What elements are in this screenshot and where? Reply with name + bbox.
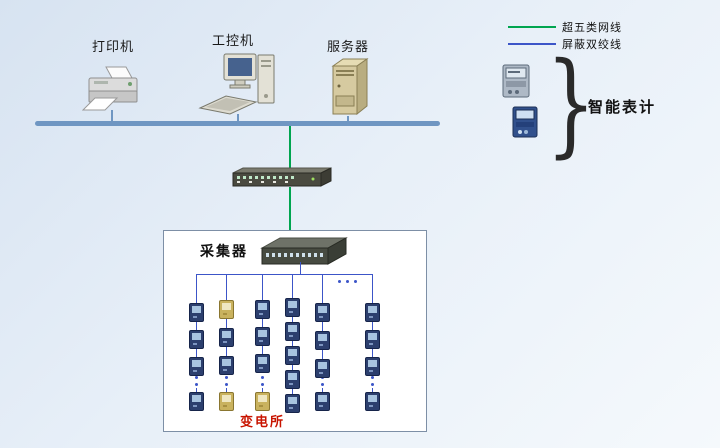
printer-icon xyxy=(81,66,144,117)
collector-label: 采集器 xyxy=(200,245,248,260)
server-icon xyxy=(325,56,373,123)
legend-stp-line xyxy=(508,43,556,45)
legend-stp-label: 屏蔽双绞线 xyxy=(562,39,622,51)
server-connector xyxy=(347,116,349,122)
server-label: 服务器 xyxy=(327,39,370,54)
cat5e-wire-lower xyxy=(289,187,291,244)
smart-meter-icon xyxy=(502,64,530,103)
printer-label: 打印机 xyxy=(92,39,135,54)
network-bus-line xyxy=(35,121,440,126)
cat5e-wire-upper xyxy=(289,126,291,168)
workstation-icon xyxy=(198,52,280,121)
workstation-connector xyxy=(237,114,239,122)
smart-meters-label: 智能表计 xyxy=(588,100,657,116)
substation-label: 变电所 xyxy=(240,414,286,429)
legend-cat5e-line xyxy=(508,26,556,28)
printer-connector xyxy=(111,110,113,122)
workstation-label: 工控机 xyxy=(212,33,255,48)
smart-meter-icon-dark xyxy=(512,106,538,143)
collector-icon xyxy=(260,236,348,271)
ethernet-switch-icon xyxy=(231,167,333,192)
brace: } xyxy=(546,39,596,169)
legend-cat5e-label: 超五类网线 xyxy=(562,22,622,34)
